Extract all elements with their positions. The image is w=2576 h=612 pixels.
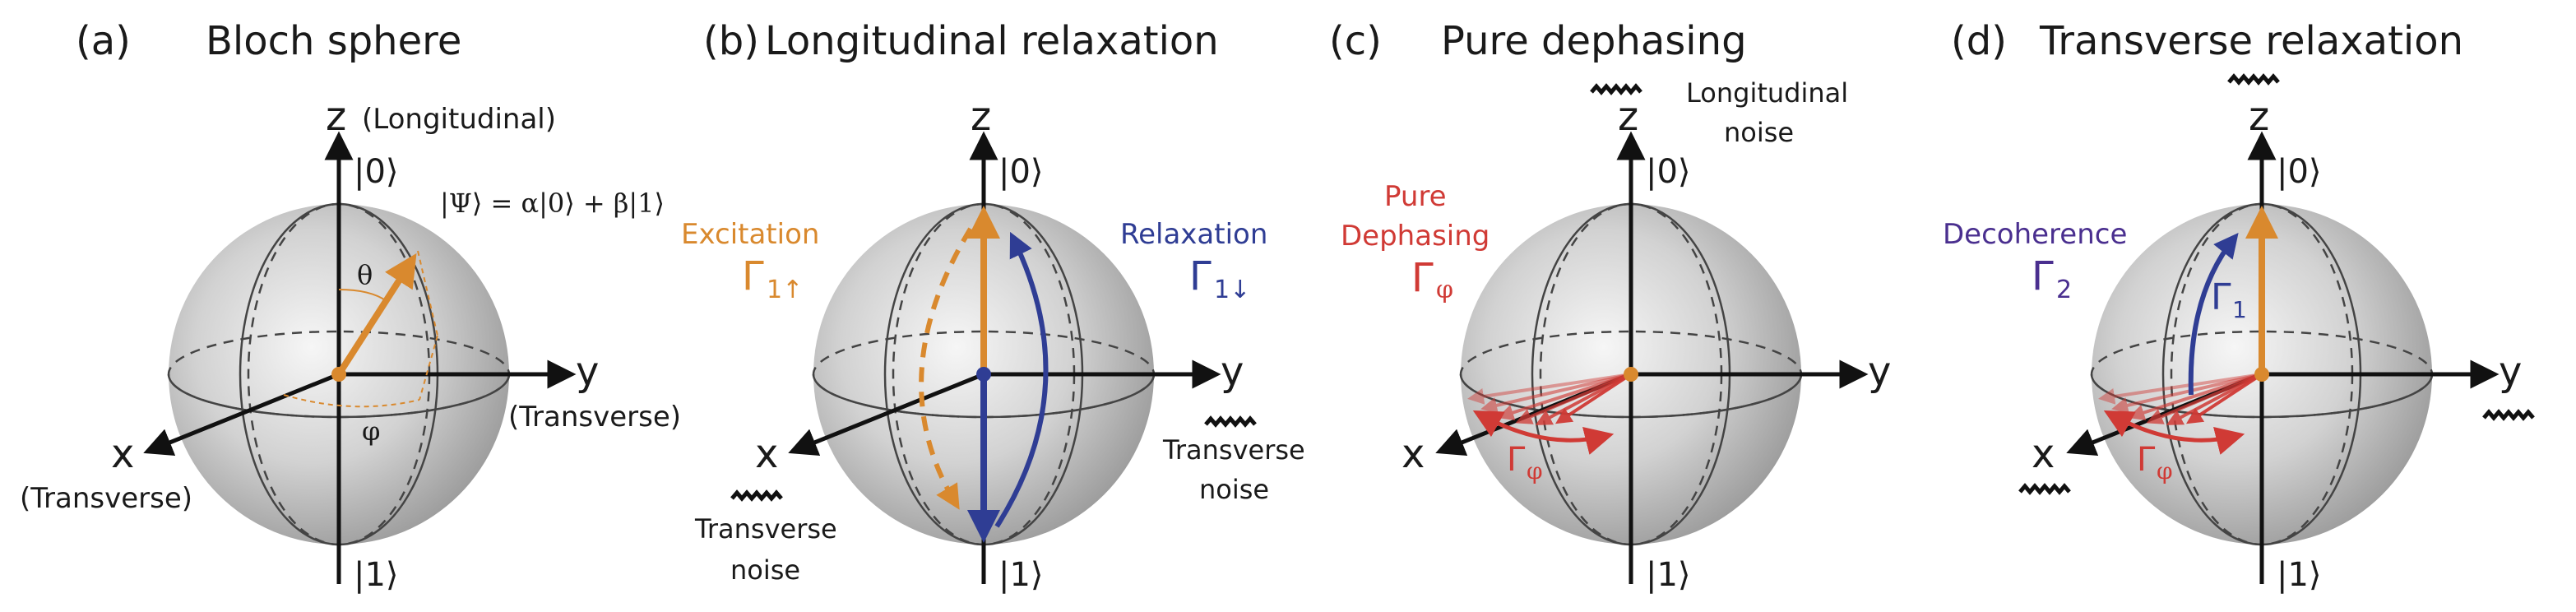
- panel-a-letter: (a): [76, 18, 131, 64]
- gamma-phi-sym2-c: Γ: [1507, 441, 1526, 479]
- relaxation-sub-b: 1↓: [1214, 276, 1250, 304]
- gamma-phi-top-c: Γ φ: [1411, 255, 1453, 304]
- ket1-d: |1⟩: [2277, 556, 2322, 594]
- state-vector-a: [336, 253, 417, 377]
- relaxation-label-b: Relaxation: [1120, 218, 1267, 251]
- noise-line2-c: noise: [1724, 117, 1794, 148]
- noise-squiggle-right-d: [2482, 409, 2535, 421]
- z-label-c: z: [1618, 94, 1638, 140]
- origin-a: [331, 367, 346, 382]
- decoherence-label-d: Decoherence: [1943, 218, 2127, 251]
- origin-c: [1624, 367, 1638, 382]
- z-sublabel-a: (Longitudinal): [362, 103, 556, 136]
- gammaphi-sub-d: φ: [2157, 457, 2173, 484]
- gamma1-d: Γ 1: [2211, 276, 2247, 323]
- gamma2-d: Γ 2: [2032, 253, 2072, 304]
- theta-arc-a: [338, 289, 387, 302]
- relaxation-rate-b: Γ 1↓: [1189, 253, 1250, 304]
- excitation-sub-b: 1↑: [767, 276, 803, 304]
- panel-d: (d) Transverse relaxation z |0⟩ |1⟩ y x …: [1943, 18, 2535, 594]
- excitation-label-b: Excitation: [681, 218, 819, 251]
- state-label-a: |Ψ⟩ = α|0⟩ + β|1⟩: [440, 188, 665, 219]
- panel-c: (c) Pure dephasing z |0⟩ |1⟩ y x Pure De…: [1329, 18, 1891, 594]
- y-label-a: y: [576, 349, 599, 395]
- theta-label-a: θ: [357, 259, 373, 290]
- phi-label-a: φ: [362, 415, 380, 447]
- noise-squiggle-right-b: [1204, 415, 1257, 428]
- x-label-c: x: [1402, 431, 1425, 477]
- y-label-d: y: [2499, 349, 2522, 395]
- dephasing-arc-c: [1472, 410, 1615, 455]
- ket1-a: |1⟩: [354, 556, 399, 594]
- ket0-c: |0⟩: [1646, 153, 1691, 191]
- x-label-a: x: [111, 431, 134, 477]
- panel-a-title: Bloch sphere: [206, 18, 461, 64]
- x-label-d: x: [2032, 431, 2055, 477]
- panel-c-title: Pure dephasing: [1441, 18, 1747, 64]
- dephasing-arc-d: [2103, 410, 2245, 455]
- panel-d-letter: (d): [1951, 18, 2007, 64]
- x-axis-a: [143, 372, 340, 457]
- ket0-a: |0⟩: [354, 153, 399, 191]
- fan-vector-1-d: [2098, 373, 2263, 405]
- gamma2-sub-d: 2: [2056, 276, 2072, 304]
- noise-squiggle-c: [1590, 83, 1642, 95]
- fan-vector-2-c: [1480, 373, 1632, 414]
- noise-squiggle-left-b: [730, 489, 783, 502]
- origin-b: [976, 367, 991, 382]
- gamma-phi-sym-c: Γ: [1411, 255, 1434, 301]
- x-label-b: x: [755, 431, 778, 477]
- panel-b-letter: (b): [703, 18, 759, 64]
- panel-a: (a) Bloch sphere z (Longitudinal) |0⟩ |1…: [20, 18, 681, 594]
- gamma-phi-bottom-c: Γ φ: [1507, 441, 1543, 484]
- noise-line1-c: Longitudinal: [1686, 77, 1848, 109]
- gammaphi-d: Γ φ: [2137, 441, 2173, 484]
- ket0-b: |0⟩: [998, 153, 1044, 191]
- excitation-rate-b: Γ 1↑: [742, 253, 803, 304]
- projection-line-a: [417, 250, 438, 336]
- fan-vector-1-c: [1467, 373, 1632, 405]
- gammaphi-sym-d: Γ: [2137, 441, 2156, 479]
- gamma1-sub-d: 1: [2232, 296, 2247, 323]
- excitation-arrow-b: [919, 227, 973, 510]
- noise-left-line2-b: noise: [730, 554, 800, 586]
- panel-b: (b) Longitudinal relaxation z |0⟩ |1⟩ y …: [681, 18, 1305, 594]
- ket1-c: |1⟩: [1646, 556, 1691, 594]
- relaxation-arrow-b: [994, 231, 1049, 528]
- x-axis-b: [788, 372, 985, 457]
- x-sublabel-a: (Transverse): [20, 482, 192, 515]
- gamma-phi-sub2-c: φ: [1527, 457, 1543, 484]
- y-label-b: y: [1221, 349, 1244, 395]
- pure-dephasing-line1-c: Pure: [1384, 180, 1447, 213]
- origin-d: [2254, 367, 2269, 382]
- phi-arc-a: [283, 335, 438, 408]
- gamma1-sym-d: Γ: [2211, 276, 2231, 318]
- noise-right-line2-b: noise: [1199, 474, 1269, 505]
- ket1-b: |1⟩: [998, 556, 1044, 594]
- noise-right-line1-b: Transverse: [1162, 434, 1305, 466]
- pure-dephasing-line2-c: Dephasing: [1341, 220, 1490, 253]
- gamma2-sym-d: Γ: [2032, 253, 2054, 299]
- z-label-d: z: [2249, 94, 2269, 140]
- y-sublabel-a: (Transverse): [508, 401, 681, 434]
- relaxation-gamma-b: Γ: [1189, 253, 1212, 299]
- relaxation-arrow-d: [2188, 232, 2239, 396]
- panel-c-letter: (c): [1329, 18, 1382, 64]
- ket0-d: |0⟩: [2277, 153, 2322, 191]
- z-label-a: z: [326, 94, 346, 140]
- noise-left-line1-b: Transverse: [694, 513, 837, 545]
- y-label-c: y: [1868, 349, 1891, 395]
- panel-d-title: Transverse relaxation: [2039, 18, 2463, 64]
- excitation-gamma-b: Γ: [742, 253, 764, 299]
- noise-squiggle-top-d: [2227, 73, 2280, 86]
- panel-b-title: Longitudinal relaxation: [765, 18, 1219, 64]
- gamma-phi-sub-c: φ: [1436, 276, 1453, 304]
- noise-squiggle-left-d: [2018, 483, 2071, 495]
- z-label-b: z: [971, 94, 991, 140]
